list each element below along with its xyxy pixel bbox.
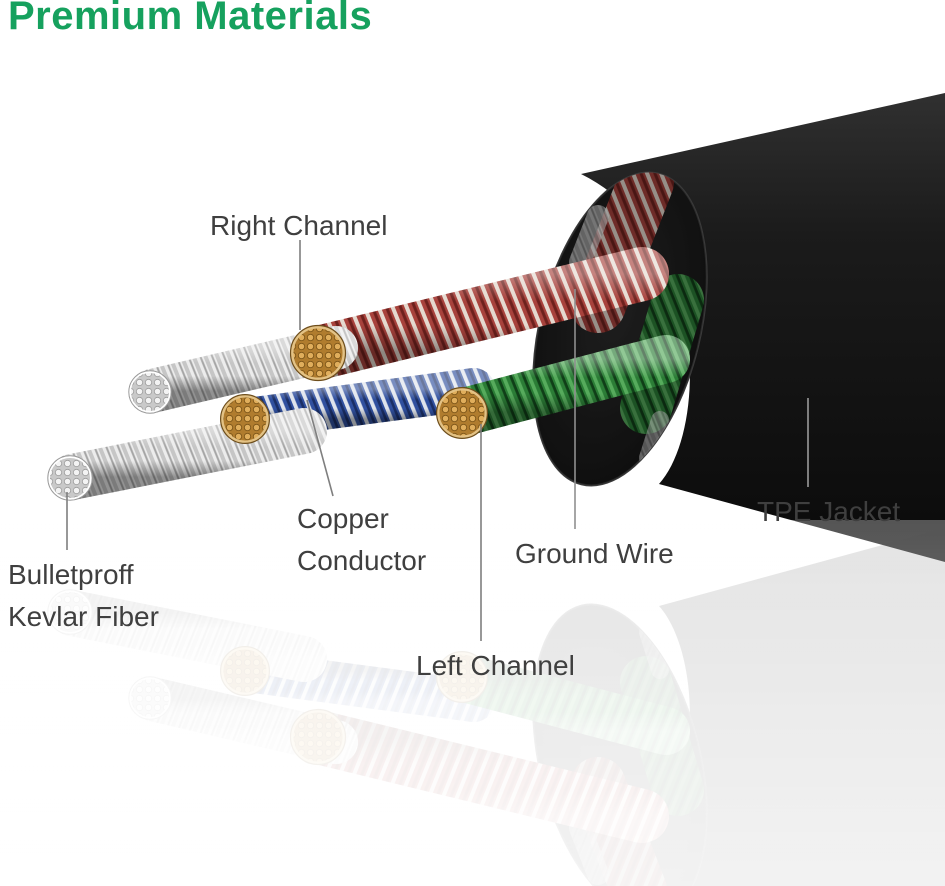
left-channel-wire [440, 335, 690, 436]
page-title: Premium Materials [8, 0, 373, 38]
tpe-jacket-label: TPE Jacket [757, 496, 901, 527]
left-channel-label: Left Channel [416, 650, 575, 681]
kevlar-fiber-wire-lower [49, 408, 327, 500]
copper-conductor-label: Copper Conductor [297, 503, 427, 576]
copper-conductor-leader-line [306, 399, 334, 497]
cable-artwork [47, 93, 945, 562]
copper-conductor-tip-blue [220, 394, 271, 445]
ground-wire-label: Ground Wire [515, 538, 674, 569]
copper-conductor-tip-red [289, 324, 347, 382]
right-channel-label: Right Channel [210, 210, 388, 241]
copper-conductor-tip-green [436, 387, 489, 440]
right-channel-wire [295, 247, 669, 379]
reflection-fade-overlay [0, 520, 945, 886]
kevlar-tip-upper [128, 370, 172, 414]
kevlar-tip-lower [47, 455, 93, 501]
leader-lines [66, 240, 809, 641]
kevlar-fiber-label: Bulletproff Kevlar Fiber [8, 559, 159, 632]
